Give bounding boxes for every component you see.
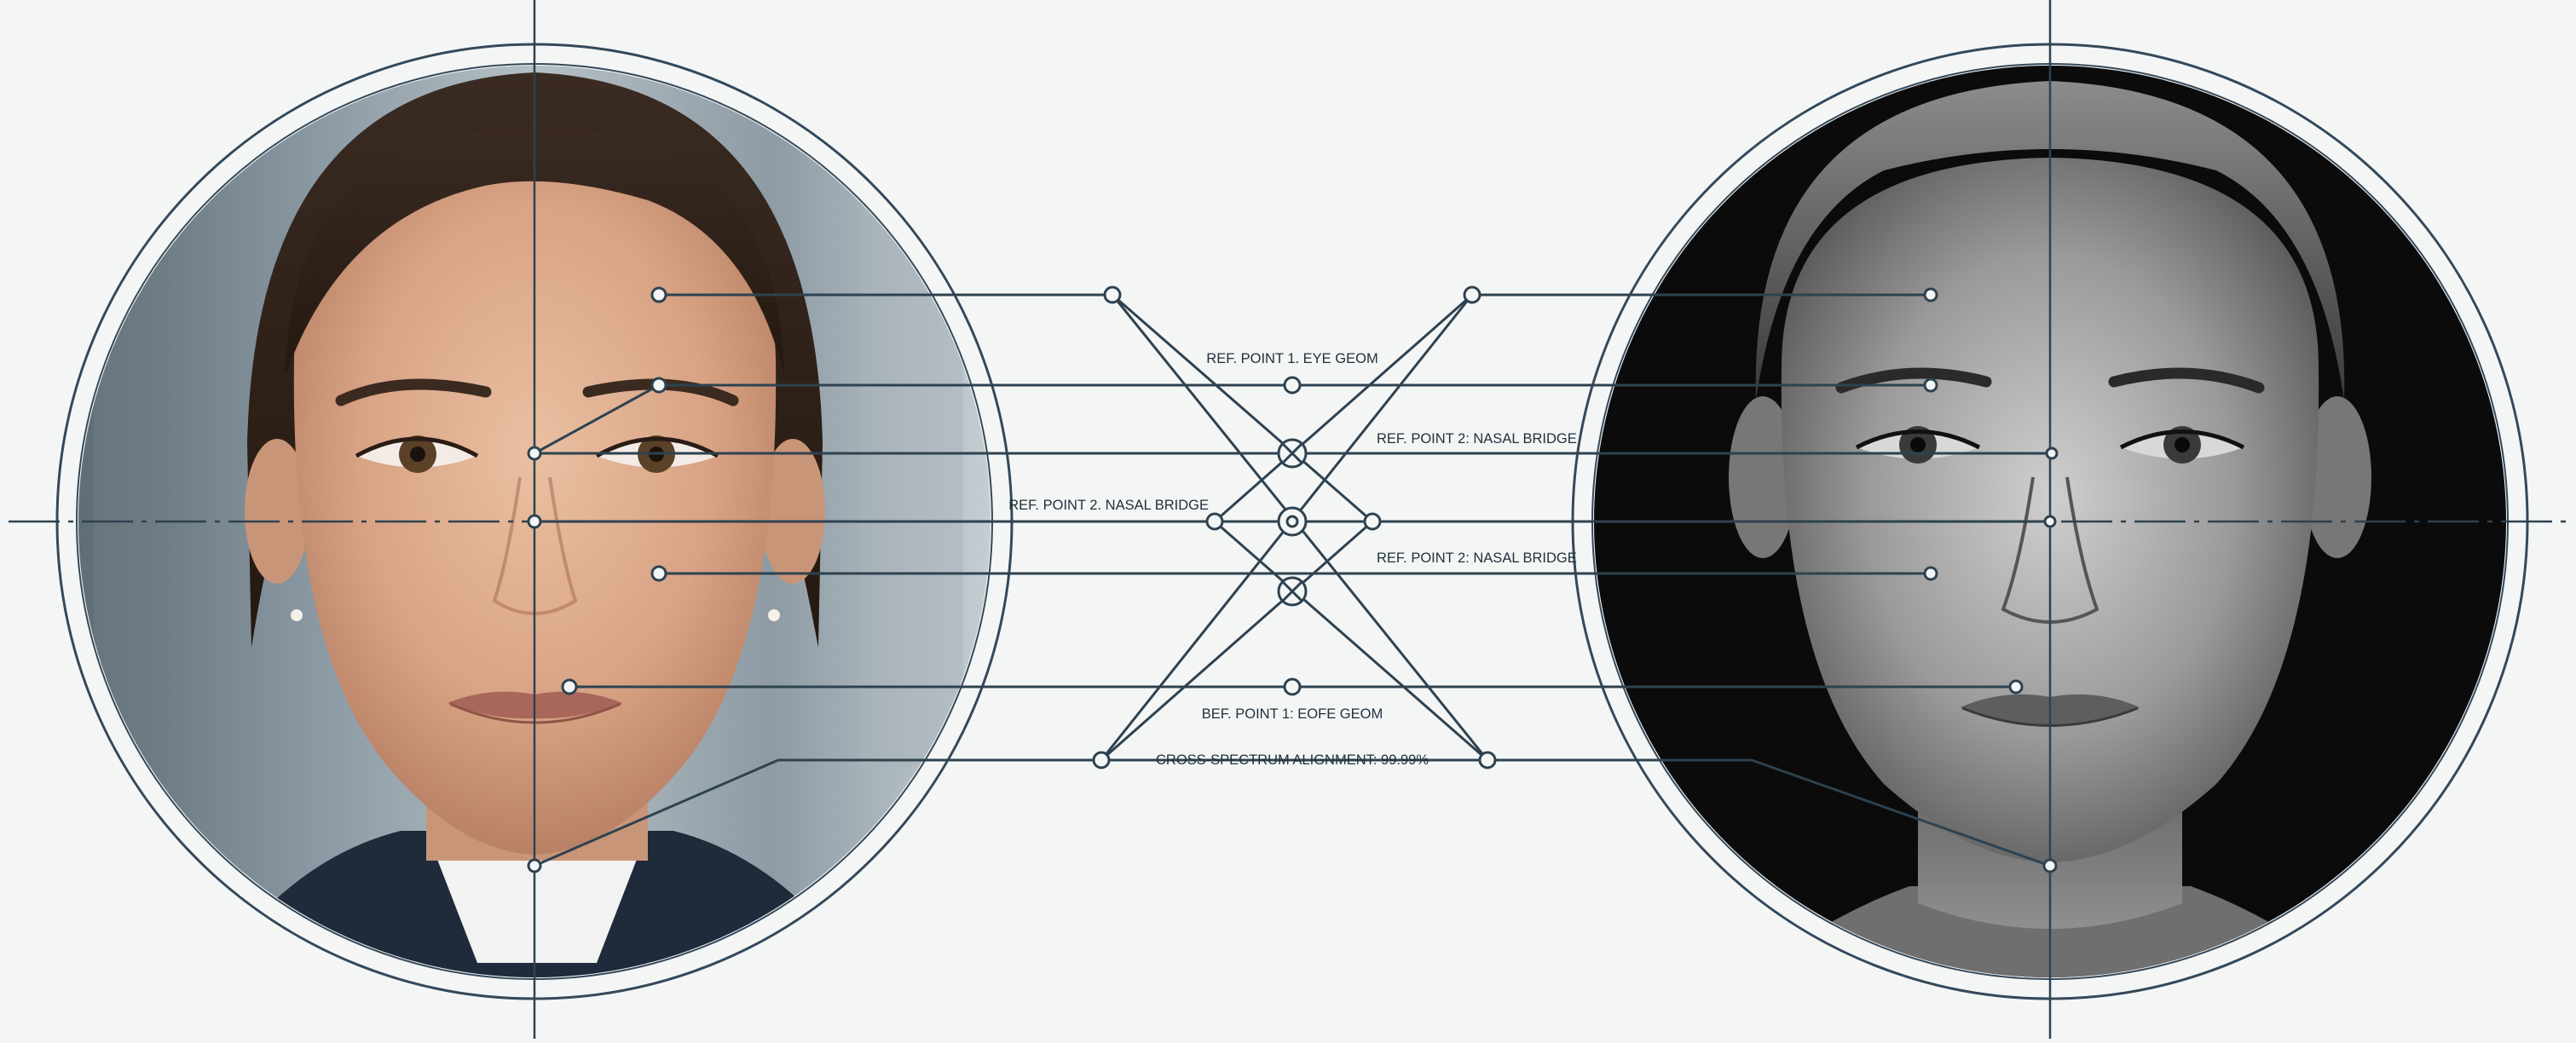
center-top-right-node [1464,287,1480,303]
left-cheek-node [652,567,666,580]
ref-label-eye-top: REF. POINT 1. EYE GEOM [1206,351,1378,366]
right-center-node [2045,516,2055,527]
alignment-score-label: CROSS-SPECTRUM ALIGNMENT: 99.99% [1156,752,1429,768]
center-lower-node [1285,679,1300,694]
ref-label-nasal-left: REF. POINT 2. NASAL BRIDGE [1008,498,1209,513]
left-chin-node [528,860,540,872]
center-bottom-right-node [1480,752,1495,768]
center-mid-left-node [1207,514,1222,529]
center-mid-right-node [1365,514,1380,529]
crosshair-target-upper [1279,440,1306,467]
left-forehead-node [652,288,666,302]
right-forehead-node [1925,289,1937,301]
left-center-node [528,516,540,527]
reference-labels: REF. POINT 1. EYE GEOM REF. POINT 2: NAS… [1008,351,1576,768]
right-brow-node [1925,379,1937,391]
right-mouth-node [2010,681,2022,693]
center-eye-node [1285,377,1300,393]
center-top-left-node [1105,287,1120,303]
right-cheek-node [1925,568,1937,579]
crosshair-target-center [1279,508,1306,535]
ref-label-nasal-right-upper: REF. POINT 2: NASAL BRIDGE [1377,431,1577,447]
ref-label-eye-bottom: BEF. POINT 1: EOFE GEOM [1202,706,1383,722]
center-bottom-left-node [1094,752,1109,768]
crosshair-target-lower [1279,578,1306,605]
right-chin-node [2044,860,2056,872]
ref-label-nasal-right-lower: REF. POINT 2: NASAL BRIDGE [1377,550,1577,566]
left-eye-line-node [528,447,540,459]
right-eye-line-node [2047,448,2057,458]
left-brow-node [652,378,666,392]
left-mouth-node [563,680,576,694]
right-portrait-photo [1585,60,2523,997]
alignment-targets [1279,440,1306,605]
